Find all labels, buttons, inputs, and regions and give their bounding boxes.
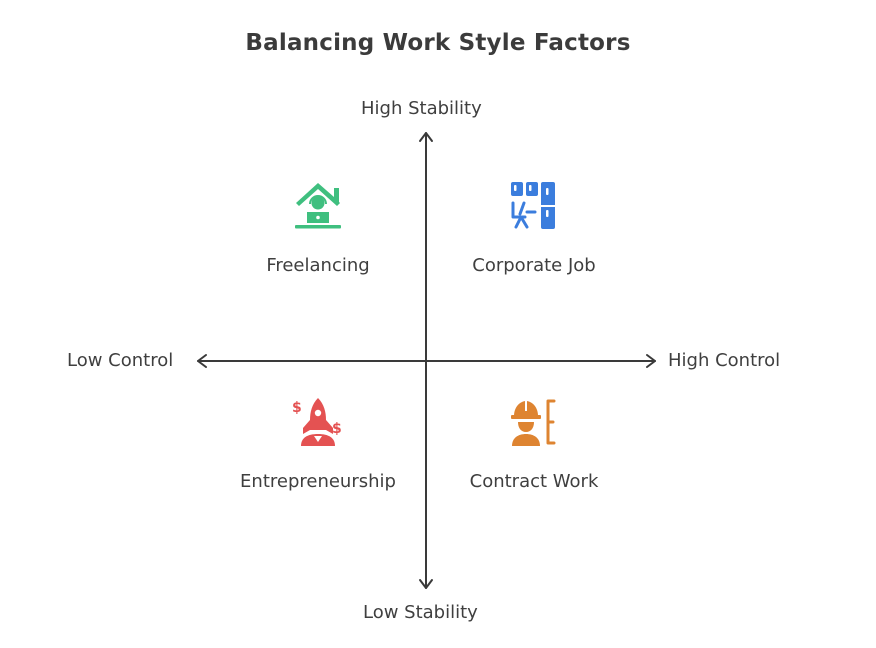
svg-text:$: $ — [292, 400, 302, 416]
worker-contract-icon — [511, 399, 556, 446]
vertical-axis-arrow-top — [419, 132, 433, 142]
svg-text:$: $ — [332, 421, 342, 437]
rocket-dollar-icon: $ $ — [292, 398, 342, 446]
quadrant-label-freelancing: Freelancing — [266, 255, 370, 276]
axis-label-high-stability: High Stability — [361, 98, 482, 119]
vertical-axis-arrow-bottom — [419, 579, 433, 589]
quadrant-label-contract-work: Contract Work — [469, 471, 599, 492]
axis-label-high-control: High Control — [668, 350, 781, 371]
diagram-title: Balancing Work Style Factors — [245, 30, 631, 56]
axis-label-low-control: Low Control — [67, 350, 174, 371]
quadrant-label-entrepreneurship: Entrepreneurship — [240, 471, 396, 492]
home-laptop-worker-icon — [295, 183, 341, 229]
quadrant-label-corporate-job: Corporate Job — [472, 255, 596, 276]
horizontal-axis-arrow-left — [197, 354, 207, 368]
office-building-chair-icon — [511, 182, 555, 229]
horizontal-axis-arrow-right — [646, 354, 656, 368]
axis-label-low-stability: Low Stability — [363, 602, 478, 623]
